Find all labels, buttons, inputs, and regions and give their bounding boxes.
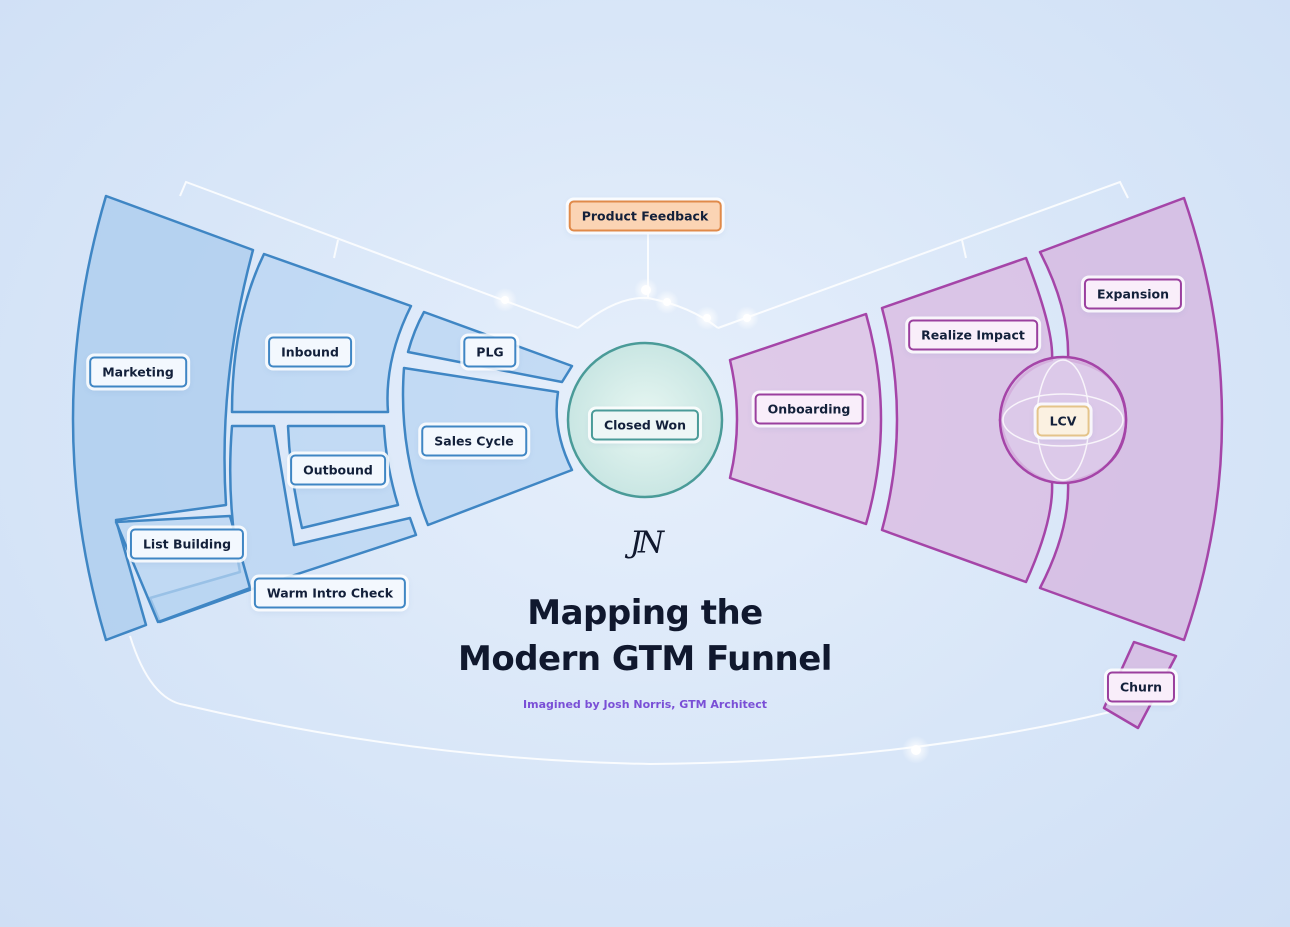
churn-label[interactable]: Churn (1106, 671, 1176, 703)
title-line-1: Mapping the (527, 593, 763, 633)
acquisition-wing (71, 194, 574, 642)
marketing-label[interactable]: Marketing (89, 356, 187, 388)
plg-label[interactable]: PLG (463, 336, 517, 368)
closed-won-label[interactable]: Closed Won (590, 409, 700, 441)
product-feedback-label[interactable]: Product Feedback (568, 200, 722, 232)
expansion-label[interactable]: Expansion (1083, 278, 1183, 310)
warm-intro-check-label[interactable]: Warm Intro Check (253, 577, 407, 609)
page-subtitle: Imagined by Josh Norris, GTM Architect (523, 698, 767, 711)
glow-nodes (493, 278, 930, 764)
realize-impact-label[interactable]: Realize Impact (908, 319, 1038, 351)
onboarding-label[interactable]: Onboarding (754, 393, 864, 425)
page-title: Mapping the Modern GTM Funnel (458, 590, 832, 682)
bottom-loop-line (129, 635, 1111, 766)
title-line-2: Modern GTM Funnel (458, 639, 832, 679)
segment-inbound (230, 252, 413, 414)
inbound-label[interactable]: Inbound (268, 336, 352, 368)
outbound-label[interactable]: Outbound (290, 454, 386, 486)
list-building-label[interactable]: List Building (129, 528, 245, 560)
author-logo: JN (629, 525, 664, 561)
lcv-label[interactable]: LCV (1036, 405, 1090, 437)
sales-cycle-label[interactable]: Sales Cycle (421, 425, 527, 457)
